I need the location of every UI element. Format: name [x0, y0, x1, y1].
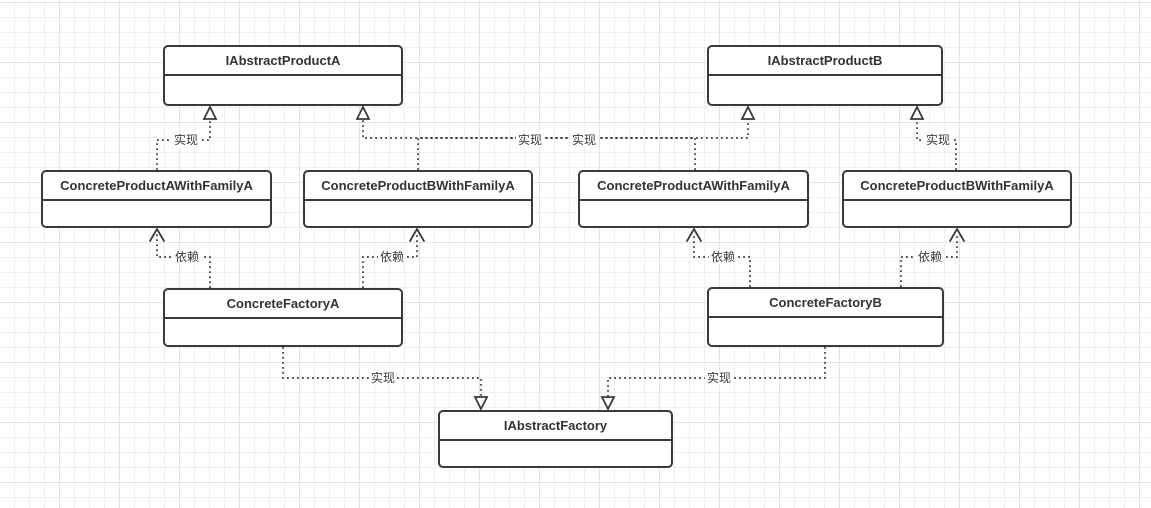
- class-title: ConcreteFactoryB: [709, 289, 942, 318]
- class-concretefactoryb[interactable]: ConcreteFactoryB: [707, 287, 944, 347]
- class-concretefactorya[interactable]: ConcreteFactoryA: [163, 288, 403, 347]
- class-attributes-compartment: [43, 201, 270, 226]
- connector-label-realize: 实现: [171, 133, 201, 147]
- class-attributes-compartment: [440, 441, 671, 466]
- class-attributes-compartment: [305, 201, 531, 226]
- class-attributes-compartment: [709, 318, 942, 345]
- class-iabstractproductb[interactable]: IAbstractProductB: [707, 45, 943, 106]
- connector-label-depend: 依赖: [172, 250, 202, 264]
- connector-label-depend: 依赖: [915, 250, 945, 264]
- realize-triangle-arrowhead: [473, 396, 489, 412]
- realize-triangle-arrowhead: [909, 104, 925, 120]
- class-title: ConcreteProductAWithFamilyA: [43, 172, 270, 201]
- class-concreteproductawithfamilya-right[interactable]: ConcreteProductAWithFamilyA: [578, 170, 809, 228]
- class-attributes-compartment: [165, 76, 401, 104]
- class-title: IAbstractProductB: [709, 47, 941, 76]
- realize-triangle-arrowhead: [355, 104, 371, 120]
- class-attributes-compartment: [844, 201, 1070, 226]
- class-iabstractproducta[interactable]: IAbstractProductA: [163, 45, 403, 106]
- class-iabstractfactory[interactable]: IAbstractFactory: [438, 410, 673, 468]
- realize-triangle-arrowhead: [202, 104, 218, 120]
- depend-open-arrowhead: [949, 227, 965, 242]
- connector-label-realize: 实现: [515, 133, 545, 147]
- class-concreteproductbwithfamilya-left[interactable]: ConcreteProductBWithFamilyA: [303, 170, 533, 228]
- class-title: ConcreteProductBWithFamilyA: [305, 172, 531, 201]
- realize-triangle-arrowhead: [600, 396, 616, 412]
- connector-label-realize: 实现: [923, 133, 953, 147]
- class-title: ConcreteProductBWithFamilyA: [844, 172, 1070, 201]
- connector-label-depend: 依赖: [377, 250, 407, 264]
- depend-open-arrowhead: [409, 227, 425, 242]
- connector-label-realize: 实现: [704, 371, 734, 385]
- class-concreteproductbwithfamilya-right[interactable]: ConcreteProductBWithFamilyA: [842, 170, 1072, 228]
- class-concreteproductawithfamilya-left[interactable]: ConcreteProductAWithFamilyA: [41, 170, 272, 228]
- depend-open-arrowhead: [149, 227, 165, 242]
- connector-label-realize: 实现: [569, 133, 599, 147]
- class-attributes-compartment: [580, 201, 807, 226]
- depend-open-arrowhead: [686, 227, 702, 242]
- class-title: IAbstractFactory: [440, 412, 671, 441]
- class-title: ConcreteFactoryA: [165, 290, 401, 319]
- realize-triangle-arrowhead: [740, 104, 756, 120]
- class-attributes-compartment: [165, 319, 401, 345]
- connector-label-depend: 依赖: [708, 250, 738, 264]
- connector-label-realize: 实现: [368, 371, 398, 385]
- class-title: IAbstractProductA: [165, 47, 401, 76]
- class-attributes-compartment: [709, 76, 941, 104]
- class-title: ConcreteProductAWithFamilyA: [580, 172, 807, 201]
